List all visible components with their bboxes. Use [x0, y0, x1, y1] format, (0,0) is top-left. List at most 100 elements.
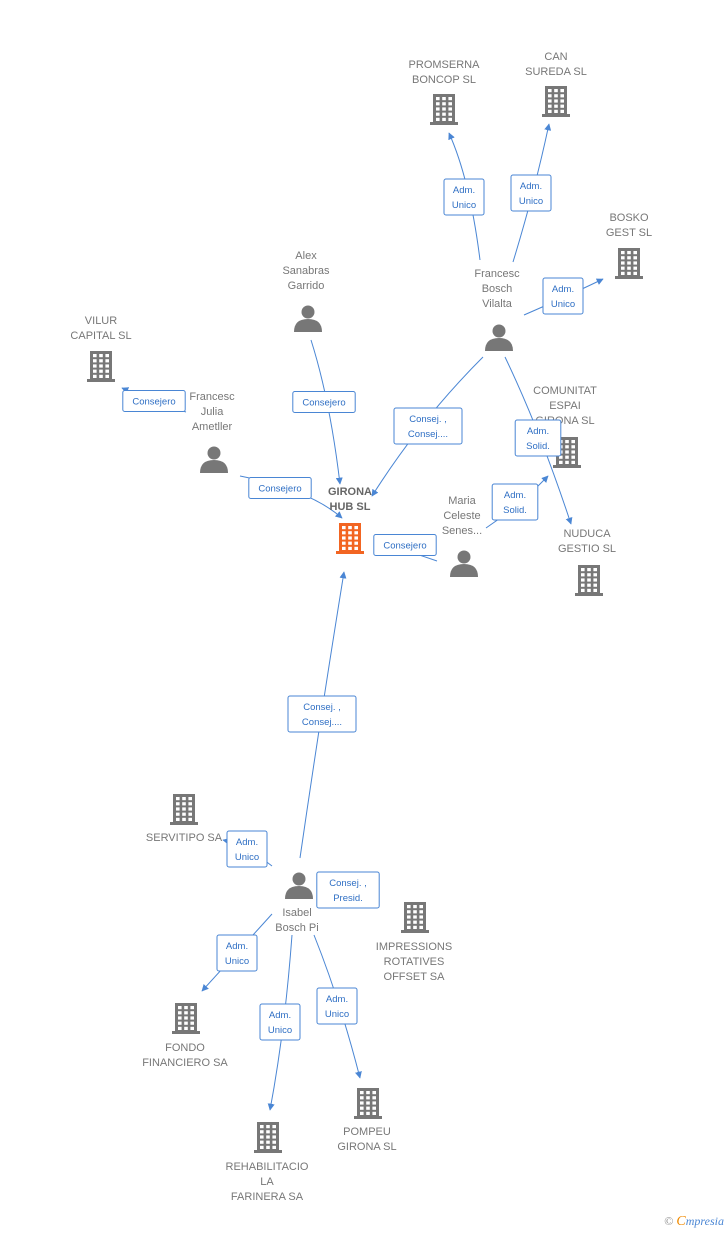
edge-label-isabel-pompeu[interactable]: Adm. Unico: [316, 987, 358, 1025]
edge-label-fbosch-can[interactable]: Adm. Unico: [510, 174, 552, 212]
node-label: GIRONA SL: [337, 1141, 396, 1153]
edge-label-fbosch-promserna[interactable]: Adm.Unico: [443, 178, 485, 216]
edge-label-fbosch-nuduca[interactable]: Adm. Solid.: [514, 419, 562, 457]
node-label: FONDO: [165, 1042, 205, 1054]
building-icon: [354, 1088, 382, 1119]
node-label: HUB SL: [330, 501, 371, 513]
edge-label-maria-girona[interactable]: Consejero: [373, 534, 437, 556]
edge-label-text: Consej. ,: [329, 878, 367, 889]
edge-label-text: Presid.: [333, 893, 363, 904]
edge-label-text: Unico: [235, 852, 259, 863]
edge-label-text: Solid.: [526, 441, 550, 452]
edge-label-text: Consejero: [383, 541, 426, 552]
person-icon: [485, 324, 513, 351]
node-label: REHABILITACIO: [226, 1161, 309, 1173]
edge-label-text: Consejero: [132, 397, 175, 408]
node-bosko[interactable]: BOSKO GEST SL: [606, 212, 652, 279]
edge-label-box: [510, 174, 552, 212]
node-label: CAN: [544, 51, 567, 63]
edge-label-text: Unico: [325, 1009, 349, 1020]
edge-label-text: Adm.: [326, 994, 348, 1005]
edge-label-isabel-servitipo[interactable]: Adm.Unico: [226, 830, 268, 868]
building-icon: [553, 437, 581, 468]
edge-label-text: Unico: [225, 956, 249, 967]
node-label: NUDUCA: [563, 528, 611, 540]
node-label: BOSKO: [609, 212, 649, 224]
node-label: VILUR: [85, 315, 117, 327]
node-maria[interactable]: MariaCelesteSenes...: [442, 495, 482, 577]
edge-label-box: [514, 419, 562, 457]
edge-label-box: [292, 391, 356, 413]
edge-label-alex-girona[interactable]: Consejero: [292, 391, 356, 413]
edge-label-text: Unico: [268, 1025, 292, 1036]
node-label: GEST SL: [606, 227, 652, 239]
node-label: IMPRESSIONS: [376, 941, 452, 953]
edge-label-fbosch-girona[interactable]: Consej. ,Consej....: [393, 407, 463, 445]
node-label: Ametller: [192, 421, 233, 433]
edge-label-text: Consejero: [302, 398, 345, 409]
edge-label-text: Consej....: [302, 717, 342, 728]
node-label: LA: [260, 1176, 274, 1188]
node-label: Alex: [295, 250, 317, 262]
edge-label-text: Unico: [519, 196, 543, 207]
edge-label-box: [287, 695, 357, 733]
node-label: COMUNITAT: [533, 385, 597, 397]
building-icon: [542, 86, 570, 117]
node-label: Maria: [448, 495, 476, 507]
node-label: Julia: [201, 406, 225, 418]
edge-label-isabel-girona[interactable]: Consej. , Consej....: [287, 695, 357, 733]
node-servitipo[interactable]: SERVITIPO SA: [146, 794, 223, 844]
edge-label-text: Adm.: [527, 426, 549, 437]
building-icon: [172, 1003, 200, 1034]
brand-name: mpresia: [685, 1214, 724, 1228]
edge-label-isabel-rehab[interactable]: Adm. Unico: [259, 1003, 301, 1041]
edge-label-fjulia-vilur[interactable]: Consejero: [122, 390, 186, 412]
edge-label-text: Consejero: [258, 484, 301, 495]
person-icon: [285, 872, 313, 899]
edge-label-text: Adm.: [520, 181, 542, 192]
edge-label-isabel-impressions[interactable]: Consej. , Presid.: [316, 871, 380, 909]
node-label: GESTIO SL: [558, 543, 616, 555]
edge-label-box: [373, 534, 437, 556]
building-icon: [254, 1122, 282, 1153]
edge-label-box: [226, 830, 268, 868]
edge-label-text: Consej....: [408, 429, 448, 440]
person-icon: [294, 305, 322, 332]
edge-label-fjulia-girona[interactable]: Consejero: [248, 477, 312, 499]
edge-label-fbosch-bosko[interactable]: Adm.Unico: [542, 277, 584, 315]
node-label: SERVITIPO SA: [146, 832, 223, 844]
edge-label-text: Consej. ,: [303, 702, 341, 713]
node-label: Isabel: [282, 907, 311, 919]
building-icon: [575, 565, 603, 596]
edge-label-text: Adm.: [504, 490, 526, 501]
person-icon: [450, 550, 478, 577]
edge-label-isabel-fondo[interactable]: Adm. Unico: [216, 934, 258, 972]
edge-label-text: Adm.: [226, 941, 248, 952]
edge-label-maria-comunitat[interactable]: Adm.Solid.: [491, 483, 539, 521]
node-label: POMPEU: [343, 1126, 391, 1138]
node-label: ESPAI: [549, 400, 581, 412]
building-icon: [430, 94, 458, 125]
node-pompeu[interactable]: POMPEU GIRONA SL: [337, 1088, 397, 1153]
node-label: Francesc: [474, 268, 520, 280]
node-nuduca[interactable]: NUDUCA GESTIO SL: [558, 528, 616, 596]
edge-label-box: [443, 178, 485, 216]
node-label: Bosch Pi: [275, 922, 318, 934]
node-label: PROMSERNA: [409, 59, 481, 71]
edge-label-text: Adm.: [269, 1010, 291, 1021]
